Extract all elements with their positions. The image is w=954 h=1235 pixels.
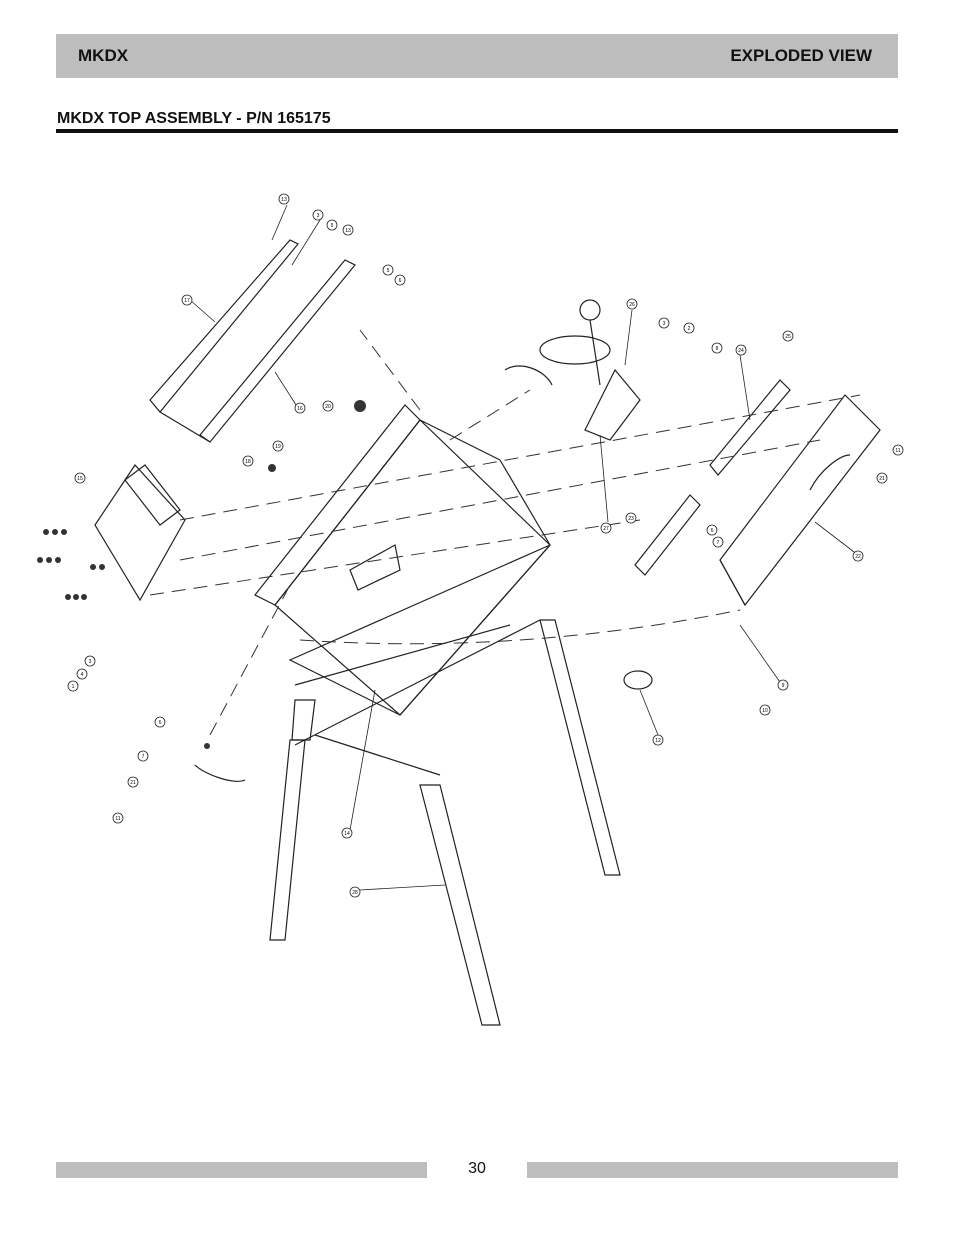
callout-label: 20 xyxy=(325,404,331,410)
callout-label: 19 xyxy=(275,444,281,450)
callout-label: 18 xyxy=(245,459,251,465)
callout-label: 5 xyxy=(331,223,334,229)
callout-label: 10 xyxy=(762,708,768,714)
callout-label: 4 xyxy=(81,672,84,678)
page-category: EXPLODED VIEW xyxy=(730,46,872,65)
callout-label: 21 xyxy=(130,780,136,786)
callout-label: 3 xyxy=(663,321,666,327)
callout-label: 3 xyxy=(89,659,92,665)
callout-label: 16 xyxy=(297,406,303,412)
callout-label: 23 xyxy=(628,516,634,522)
callout-label: 26 xyxy=(629,302,635,308)
section-rule xyxy=(56,129,898,133)
callout-label: 21 xyxy=(879,476,885,482)
callout-label: 15 xyxy=(77,476,83,482)
callout-label: 11 xyxy=(895,448,900,454)
callout-label: 14 xyxy=(344,831,350,837)
callout-label: 6 xyxy=(399,278,402,284)
callout-label: 9 xyxy=(782,683,785,689)
left-bracket xyxy=(94,464,186,602)
callout-label: 22 xyxy=(855,554,861,560)
callout-label: 7 xyxy=(142,754,145,760)
callout-label: 27 xyxy=(603,526,609,532)
callout-label: 28 xyxy=(352,890,358,896)
extension-table xyxy=(634,379,881,607)
rubber-foot xyxy=(623,670,653,690)
section-title: MKDX TOP ASSEMBLY - P/N 165175 xyxy=(57,110,331,127)
footer-bar-right xyxy=(527,1162,898,1178)
callout-label: 13 xyxy=(281,197,287,203)
callout-label: 25 xyxy=(785,334,791,340)
page-number: 30 xyxy=(468,1160,486,1177)
left-handle xyxy=(194,764,246,782)
callout-label: 6 xyxy=(159,720,162,726)
right-handle xyxy=(809,454,851,491)
callout-label: 5 xyxy=(387,268,390,274)
callout-label: 1 xyxy=(72,684,75,690)
callout-label: 13 xyxy=(345,228,351,234)
rear-rail xyxy=(149,239,356,443)
stand-frame xyxy=(269,619,621,1026)
callout-label: 3 xyxy=(317,213,320,219)
callout-label: 6 xyxy=(711,528,714,534)
top-handle xyxy=(504,365,553,386)
callout-label: 12 xyxy=(655,738,661,744)
callout-label: 8 xyxy=(716,346,719,352)
callout-label: 7 xyxy=(717,540,720,546)
handwheel xyxy=(539,299,641,441)
footer-bar-left xyxy=(56,1162,427,1178)
callout-label: 2 xyxy=(688,326,691,332)
header-bar: MKDX EXPLODED VIEW xyxy=(56,34,898,78)
cutting-table xyxy=(254,404,551,716)
callout-label: 24 xyxy=(738,348,744,354)
callout-label: 17 xyxy=(184,298,190,304)
model-name: MKDX xyxy=(78,46,129,65)
callout-label: 11 xyxy=(115,816,120,822)
